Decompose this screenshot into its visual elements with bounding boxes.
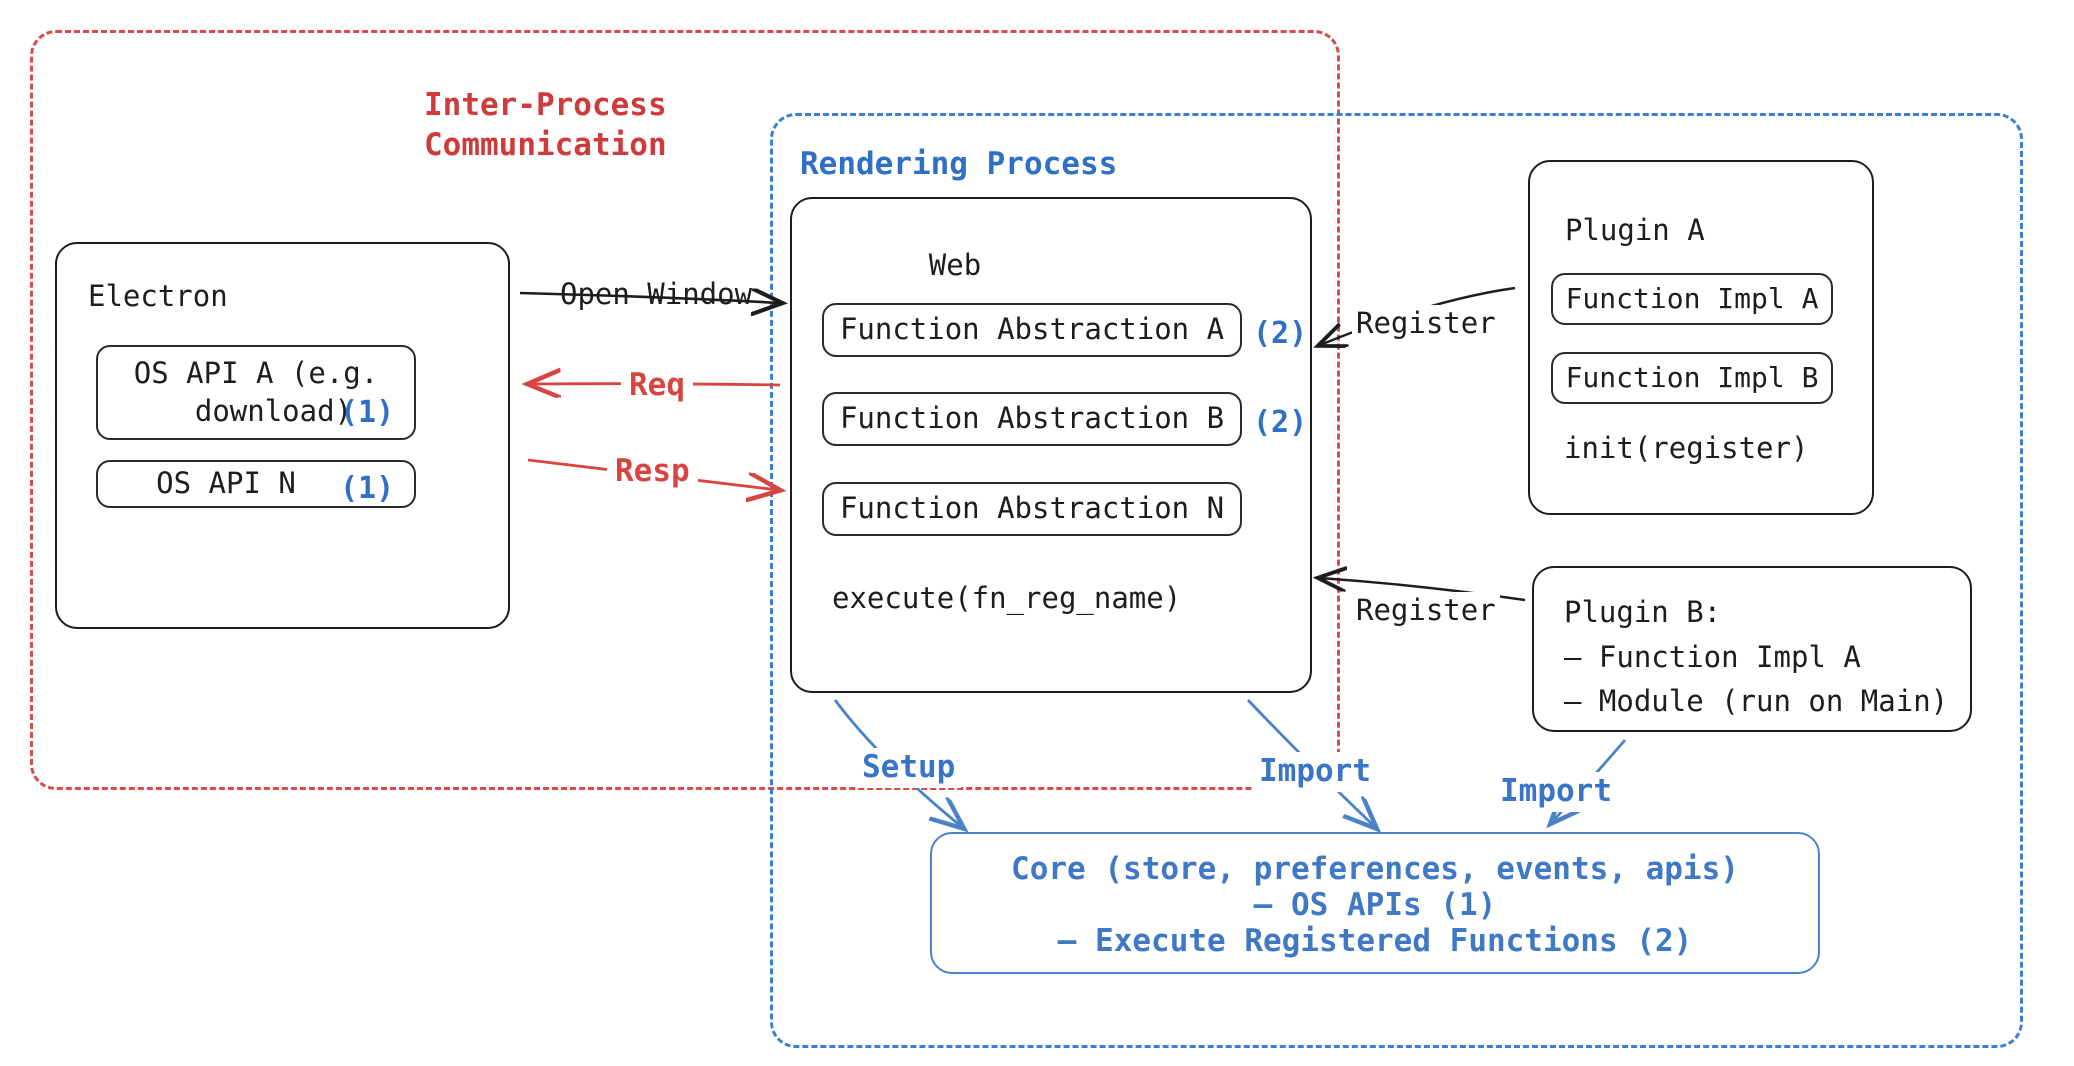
core-line-2: — OS APIs (1): [1253, 887, 1497, 923]
plugin-a-function-impl-a-box[interactable]: Function Impl A: [1551, 273, 1833, 325]
function-abstraction-n-label: Function Abstraction N: [839, 491, 1225, 526]
group-rendering-process: [770, 113, 2023, 1048]
arrow-label-register-top: Register: [1352, 305, 1500, 343]
electron-title: Electron: [88, 279, 228, 313]
arrow-label-import-left: Import: [1253, 752, 1377, 792]
group-label-rendering-process: Rendering Process: [800, 146, 1118, 182]
function-abstraction-b-label: Function Abstraction B: [839, 401, 1225, 436]
group-inter-process-communication: [30, 30, 1340, 790]
function-abstraction-a-label: Function Abstraction A: [839, 312, 1225, 347]
plugin-a-box[interactable]: [1528, 160, 1874, 515]
plugin-a-function-impl-b-box[interactable]: Function Impl B: [1551, 352, 1833, 404]
web-title: Web: [928, 248, 982, 283]
os-api-n-marker: (1): [340, 471, 395, 506]
plugin-a-function-impl-b-label: Function Impl B: [1565, 361, 1819, 395]
function-abstraction-b-box[interactable]: Function Abstraction B: [822, 392, 1242, 446]
plugin-a-function-impl-a-label: Function Impl A: [1565, 282, 1819, 316]
os-api-n-label: OS API N: [156, 466, 296, 501]
arrow-label-open-window: Open Window: [560, 277, 753, 311]
web-execute-label: execute(fn_reg_name): [832, 581, 1182, 615]
function-abstraction-a-marker: (2): [1253, 316, 1308, 351]
plugin-b-title: Plugin B:: [1564, 595, 1722, 629]
os-api-a-marker: (1): [340, 395, 395, 430]
arrow-label-req: Req: [621, 366, 693, 406]
arrow-label-register-bottom: Register: [1352, 592, 1500, 630]
function-abstraction-b-marker: (2): [1253, 405, 1308, 440]
function-abstraction-a-box[interactable]: Function Abstraction A: [822, 303, 1242, 357]
plugin-b-box[interactable]: [1532, 566, 1972, 732]
plugin-b-line-2: — Module (run on Main): [1564, 684, 1949, 718]
group-label-inter-process-communication: Inter-Process Communication: [424, 87, 667, 163]
arrow-label-setup: Setup: [856, 748, 962, 788]
arrow-label-resp: Resp: [607, 452, 698, 492]
core-line-1: Core (store, preferences, events, apis): [1011, 851, 1739, 887]
os-api-a-label: OS API A (e.g. download): [133, 356, 379, 428]
plugin-a-title: Plugin A: [1565, 213, 1705, 247]
arrow-label-import-right: Import: [1494, 772, 1618, 812]
os-api-a-box[interactable]: OS API A (e.g. download): [96, 345, 416, 440]
function-abstraction-n-box[interactable]: Function Abstraction N: [822, 482, 1242, 536]
core-line-3: — Execute Registered Functions (2): [1057, 923, 1693, 959]
os-api-n-box[interactable]: OS API N: [96, 460, 416, 508]
core-box[interactable]: [930, 832, 1820, 974]
plugin-a-init-label: init(register): [1564, 431, 1809, 465]
plugin-b-line-1: — Function Impl A: [1564, 640, 1861, 674]
